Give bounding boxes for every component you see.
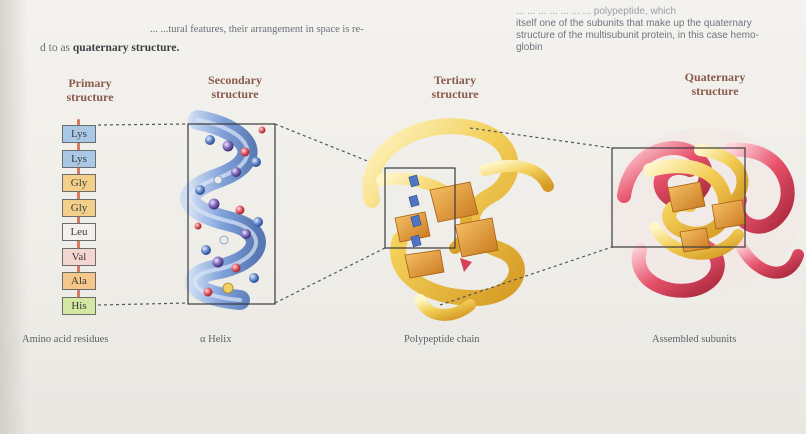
connector-secondary-top bbox=[275, 124, 385, 168]
caption-amino-acid-residues: Amino acid residues bbox=[22, 334, 108, 345]
caption-alpha-helix: α Helix bbox=[200, 334, 231, 345]
tertiary-structure-illustration bbox=[370, 126, 548, 315]
residue-box: Gly bbox=[62, 174, 96, 192]
connector-primary-bottom bbox=[98, 303, 188, 305]
residue-box: Leu bbox=[62, 223, 96, 241]
caption-assembled-subunits: Assembled subunits bbox=[652, 334, 736, 345]
alpha-helix-illustration bbox=[188, 120, 275, 304]
connector-primary-top bbox=[98, 124, 188, 125]
residue-box: Ala bbox=[62, 272, 96, 290]
quaternary-structure-illustration bbox=[609, 128, 801, 292]
connector-secondary-bottom bbox=[275, 248, 385, 303]
residue-box: His bbox=[62, 297, 96, 315]
residue-box: Lys bbox=[62, 150, 96, 168]
residue-box: Gly bbox=[62, 199, 96, 217]
residue-box: Val bbox=[62, 248, 96, 266]
residue-box: Lys bbox=[62, 125, 96, 143]
caption-polypeptide-chain: Polypeptide chain bbox=[404, 334, 480, 345]
